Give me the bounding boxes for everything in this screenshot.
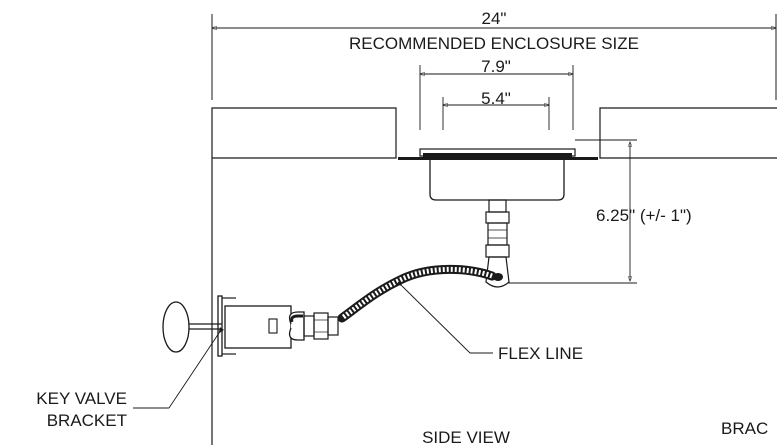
key-valve-assembly (162, 295, 339, 357)
flex-line (337, 264, 497, 323)
burner-pan (398, 148, 598, 201)
key-valve-bracket-callout: KEY VALVE BRACKET (36, 327, 224, 430)
flex-line-label: FLEX LINE (498, 344, 583, 363)
key-valve-label-line1: KEY VALVE (36, 389, 127, 408)
dimension-7-9-inch: 7.9" (418, 57, 575, 130)
dimension-24-label: 24" (482, 9, 507, 28)
enclosure-size-label: RECOMMENDED ENCLOSURE SIZE (349, 34, 639, 53)
dimension-5-4-inch: 5.4" (441, 89, 551, 130)
side-view-caption: SIDE VIEW (422, 428, 510, 445)
dimension-5-4-label: 5.4" (481, 89, 511, 108)
bracket-partial-label: BRAC (721, 419, 768, 438)
gas-fitting-assembly (485, 199, 510, 288)
dimension-24-inch: 24" RECOMMENDED ENCLOSURE SIZE (210, 9, 777, 100)
flex-line-callout: FLEX LINE (396, 280, 583, 363)
key-valve-label-line2: BRACKET (47, 411, 127, 430)
enclosure-outline (211, 107, 777, 445)
dimension-depth: 6.25" (+/- 1") (508, 139, 692, 284)
dimension-7-9-label: 7.9" (481, 57, 511, 76)
dimension-depth-label: 6.25" (+/- 1") (596, 206, 692, 225)
